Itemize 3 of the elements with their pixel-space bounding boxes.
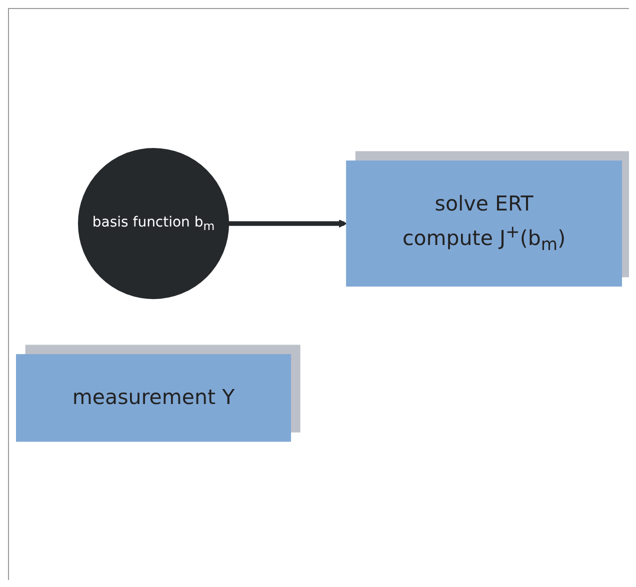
node-circle: basis function b$_{m}$	[78, 148, 230, 299]
node-box: measurement Y	[16, 354, 292, 442]
node-box: solve ERT compute J$^{+}$(b$_{m}$)	[346, 160, 622, 286]
